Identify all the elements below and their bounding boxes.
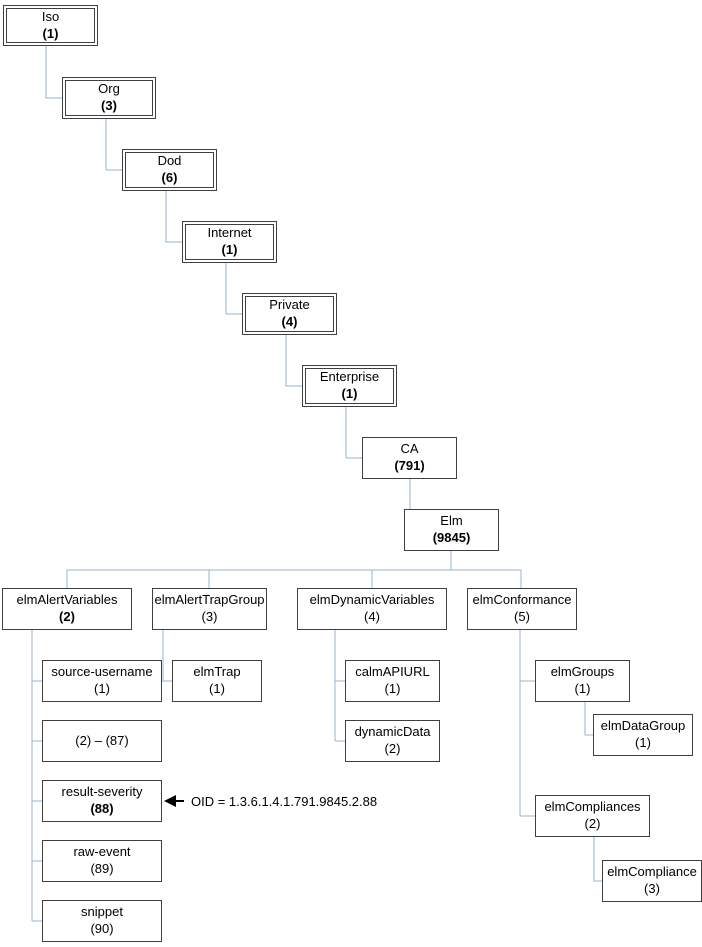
node-raw-event: raw-event (89) <box>42 840 162 882</box>
node-count: (3) <box>201 609 218 624</box>
node-elm-conformance: elmConformance (5) <box>467 588 577 630</box>
node-count: (791) <box>394 458 425 473</box>
node-count: (4) <box>281 314 298 329</box>
node-internet: Internet (1) <box>182 221 277 263</box>
node-label: elmCompliance <box>607 864 697 880</box>
node-label: elmCompliances <box>544 799 641 815</box>
arrow-line <box>176 800 184 802</box>
node-count: (6) <box>161 170 178 185</box>
node-label: Enterprise <box>319 369 380 385</box>
node-count: (1) <box>635 735 651 750</box>
oid-annotation: OID = 1.3.6.1.4.1.791.9845.2.88 <box>164 789 377 813</box>
node-count: (1) <box>94 681 110 696</box>
node-elm-dynamic-variables: elmDynamicVariables (4) <box>297 588 447 630</box>
node-result-severity: result-severity (88) <box>42 780 162 822</box>
node-label: result-severity <box>61 784 143 800</box>
node-snippet: snippet (90) <box>42 900 162 942</box>
node-label: calmAPIURL <box>355 664 430 680</box>
node-elm-compliance: elmCompliance (3) <box>602 860 702 902</box>
node-elm-alert-variables: elmAlertVariables (2) <box>2 588 132 630</box>
node-label: raw-event <box>73 844 131 860</box>
node-ca: CA (791) <box>362 437 457 479</box>
node-label: Elm <box>440 513 463 529</box>
node-count: (1) <box>574 681 591 696</box>
node-count: (1) <box>341 386 358 401</box>
node-elm-data-group: elmDataGroup (1) <box>593 714 693 756</box>
node-count: (90) <box>90 921 114 936</box>
node-label: Org <box>98 81 120 97</box>
node-count: (1) <box>384 681 401 696</box>
node-count: (4) <box>364 609 380 624</box>
node-count: (9845) <box>432 530 471 545</box>
node-label: elmAlertTrapGroup <box>154 592 265 608</box>
node-dynamic-data: dynamicData (2) <box>345 720 440 762</box>
node-iso: Iso (1) <box>3 5 98 46</box>
node-label: elmTrap <box>193 664 241 680</box>
node-label: Dod <box>157 153 182 169</box>
node-count: (2) <box>584 816 601 831</box>
node-elm-trap: elmTrap (1) <box>172 660 262 702</box>
node-count: (1) <box>42 25 59 41</box>
node-label: (2) – (87) <box>75 732 129 748</box>
node-label: snippet <box>81 904 123 920</box>
node-calm-api-url: calmAPIURL (1) <box>345 660 440 702</box>
node-count: (3) <box>644 881 660 896</box>
node-label: source-username <box>51 664 153 680</box>
node-count: (2) <box>59 609 75 624</box>
node-count: (1) <box>209 681 225 696</box>
node-label: elmDataGroup <box>600 718 686 734</box>
node-private: Private (4) <box>242 293 337 335</box>
node-dod: Dod (6) <box>122 149 217 191</box>
node-range-2-87: (2) – (87) <box>42 720 162 762</box>
node-label: CA <box>400 441 419 457</box>
node-elm-compliances: elmCompliances (2) <box>535 795 650 837</box>
node-label: Iso <box>41 8 60 24</box>
node-label: elmGroups <box>550 664 615 680</box>
arrow-left-icon <box>164 795 176 807</box>
node-count: (88) <box>90 801 114 816</box>
node-elm-alert-trap-group: elmAlertTrapGroup (3) <box>152 588 267 630</box>
node-elm: Elm (9845) <box>404 509 499 551</box>
node-count: (1) <box>221 242 238 257</box>
node-label: Internet <box>207 225 252 241</box>
node-count: (89) <box>90 861 114 876</box>
node-label: elmAlertVariables <box>16 592 118 608</box>
node-org: Org (3) <box>62 77 156 119</box>
oid-text: OID = 1.3.6.1.4.1.791.9845.2.88 <box>191 793 378 809</box>
node-label: Private <box>269 297 310 313</box>
node-source-username: source-username (1) <box>42 660 162 702</box>
node-count: (5) <box>514 609 530 624</box>
node-elm-groups: elmGroups (1) <box>535 660 630 702</box>
node-label: elmDynamicVariables <box>309 592 435 608</box>
node-count: (2) <box>384 741 401 756</box>
node-label: elmConformance <box>472 592 572 608</box>
node-enterprise: Enterprise (1) <box>302 365 397 407</box>
node-label: dynamicData <box>354 724 431 740</box>
node-count: (3) <box>101 98 117 113</box>
